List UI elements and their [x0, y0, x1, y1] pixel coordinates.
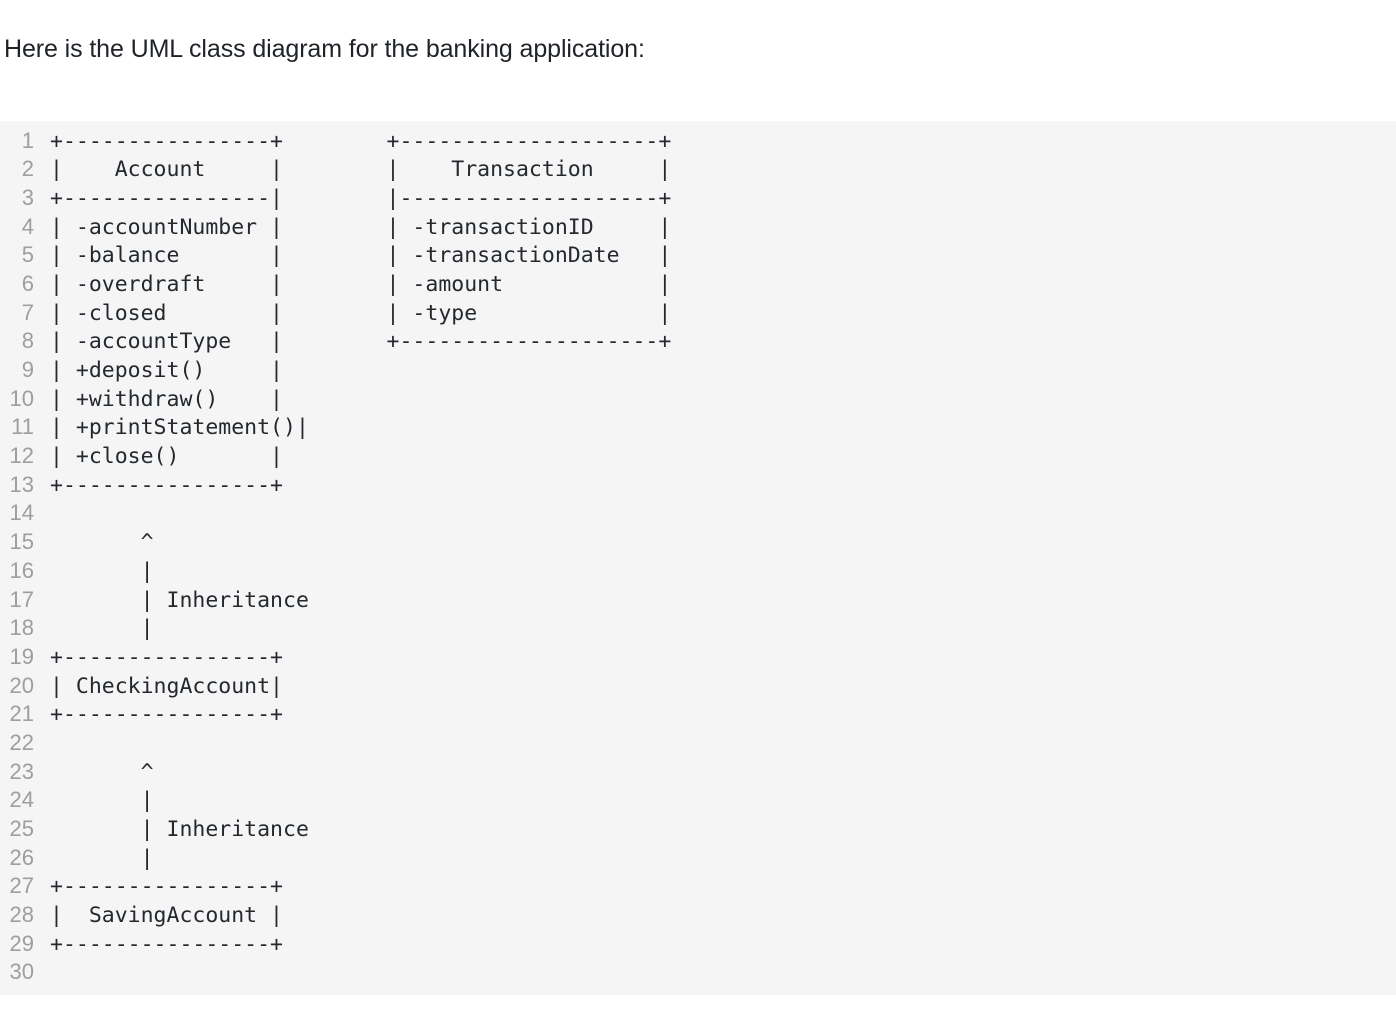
code-line: 5 | -balance | | -transactionDate | [0, 241, 1396, 270]
code-line: 11 | +printStatement()| [0, 413, 1396, 442]
code-line-text[interactable]: | [50, 845, 154, 871]
code-line: 21 +----------------+ [0, 700, 1396, 729]
line-number: 21 [9, 701, 34, 727]
line-number: 3 [21, 184, 34, 210]
line-number: 24 [9, 787, 34, 813]
page-root: Here is the UML class diagram for the ba… [0, 25, 1396, 996]
code-line: 6 | -overdraft | | -amount | [0, 270, 1396, 299]
code-line: 7 | -closed | | -type | [0, 299, 1396, 328]
code-line: 17 | Inheritance [0, 586, 1396, 615]
line-number: 27 [9, 873, 34, 899]
code-line-text[interactable]: +----------------+ +--------------------… [50, 128, 672, 154]
code-line: 28 | SavingAccount | [0, 901, 1396, 930]
code-line-text[interactable]: +----------------+ [50, 644, 283, 670]
line-number: 4 [21, 213, 34, 239]
code-line-text[interactable]: +----------------+ [50, 931, 283, 957]
line-number: 16 [9, 557, 34, 583]
line-number: 25 [9, 816, 34, 841]
code-line-text[interactable]: +----------------+ [50, 702, 283, 728]
line-number: 26 [9, 844, 34, 870]
code-line-text[interactable]: | [50, 558, 154, 584]
code-line: 18 | [0, 614, 1396, 643]
code-line-text[interactable]: | -accountNumber | | -transactionID | [50, 214, 672, 240]
line-number: 19 [9, 643, 34, 669]
code-block: 1 +----------------+ +-------------------… [0, 120, 1396, 996]
code-line: 15 ^ [0, 528, 1396, 557]
line-number: 7 [21, 299, 34, 325]
line-number: 28 [9, 902, 34, 928]
code-line: 3 +----------------| |-------------------… [0, 184, 1396, 213]
code-line: 29 +----------------+ [0, 930, 1396, 959]
code-line: 1 +----------------+ +-------------------… [0, 127, 1396, 156]
code-line: 8 | -accountType | +--------------------+ [0, 327, 1396, 356]
code-line: 16 | [0, 557, 1396, 586]
code-line: 14 [0, 499, 1396, 528]
line-number: 14 [9, 500, 34, 526]
code-line-text[interactable]: +----------------+ [50, 874, 283, 900]
line-number: 11 [11, 414, 34, 440]
code-line: 19 +----------------+ [0, 643, 1396, 672]
code-line-text[interactable]: | Inheritance [50, 817, 309, 842]
line-number: 15 [9, 529, 34, 555]
line-number: 13 [9, 471, 34, 497]
code-line: 23 ^ [0, 758, 1396, 787]
code-line: 20 | CheckingAccount| [0, 672, 1396, 701]
code-line-text[interactable]: | [50, 788, 154, 814]
code-line: 12 | +close() | [0, 442, 1396, 471]
code-line-text[interactable]: | -accountType | +--------------------+ [50, 329, 672, 355]
page-title: Here is the UML class diagram for the ba… [4, 35, 645, 63]
code-line: 27 +----------------+ [0, 872, 1396, 901]
code-line: 9 | +deposit() | [0, 356, 1396, 385]
line-number: 22 [9, 729, 34, 755]
code-line-text[interactable]: +----------------+ [50, 472, 283, 498]
code-line: 26 | [0, 844, 1396, 873]
code-line: 13 +----------------+ [0, 471, 1396, 500]
code-line: 10 | +withdraw() | [0, 385, 1396, 414]
code-line-text[interactable]: | +close() | [50, 444, 283, 470]
code-line: 30 [0, 958, 1396, 987]
code-line-text[interactable]: ^ [50, 759, 154, 785]
code-line-text[interactable]: | CheckingAccount| [50, 673, 283, 699]
code-line-text[interactable]: | +printStatement()| [50, 415, 309, 441]
code-line: 24 | [0, 786, 1396, 815]
line-number: 2 [21, 156, 34, 182]
code-line-text[interactable]: | -overdraft | | -amount | [50, 271, 672, 297]
line-number: 1 [21, 127, 34, 153]
line-number: 8 [21, 328, 34, 354]
line-number: 23 [9, 758, 34, 784]
line-number: 10 [9, 385, 34, 411]
code-line-text[interactable]: | +deposit() | [50, 358, 283, 383]
code-line-text[interactable]: +----------------| |--------------------… [50, 185, 672, 211]
code-line-text[interactable]: | +withdraw() | [50, 386, 283, 412]
line-number: 29 [9, 930, 34, 956]
code-line-text[interactable]: | -closed | | -type | [50, 300, 672, 326]
code-lines-container: 1 +----------------+ +-------------------… [0, 127, 1396, 988]
line-number: 20 [9, 672, 34, 698]
code-line-text[interactable]: | [50, 616, 154, 642]
line-number: 12 [9, 443, 34, 469]
line-number: 17 [9, 586, 34, 612]
line-number: 9 [21, 357, 34, 382]
code-line-text[interactable]: ^ [50, 530, 154, 556]
line-number: 18 [9, 615, 34, 641]
line-number: 6 [21, 270, 34, 296]
line-number: 5 [21, 242, 34, 268]
code-line-text[interactable]: | Account | | Transaction | [50, 157, 672, 183]
code-line: 2 | Account | | Transaction | [0, 155, 1396, 184]
code-line: 22 [0, 729, 1396, 758]
code-line-text[interactable]: | Inheritance [50, 587, 309, 613]
code-line-text[interactable]: | -balance | | -transactionDate | [50, 243, 672, 269]
code-line: 25 | Inheritance [0, 815, 1396, 844]
line-number: 30 [9, 959, 34, 985]
code-line: 4 | -accountNumber | | -transactionID | [0, 213, 1396, 242]
code-line-text[interactable]: | SavingAccount | [50, 903, 283, 929]
